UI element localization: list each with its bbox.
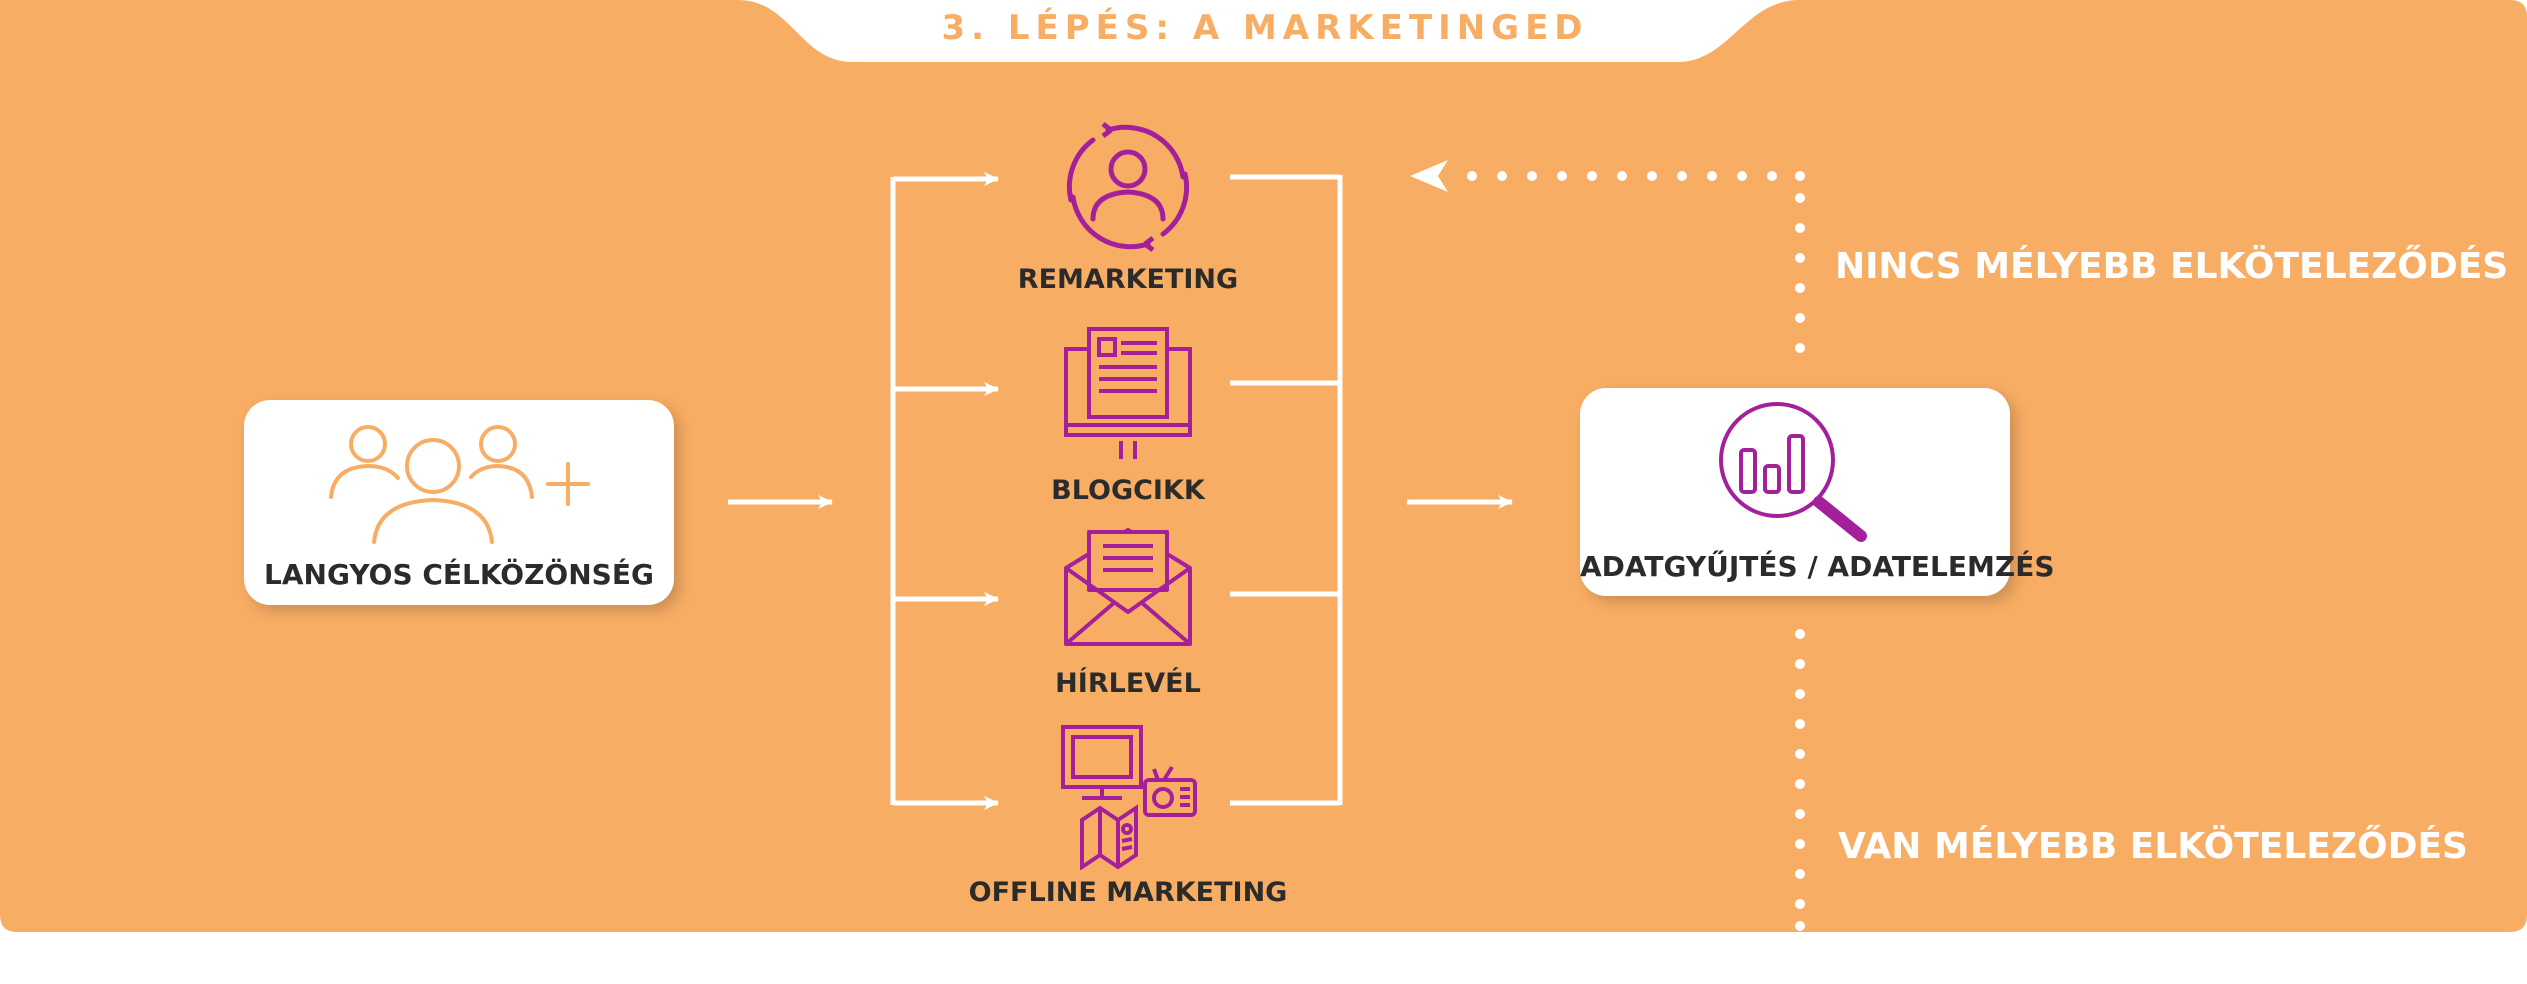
feedback-dotted-line — [1410, 160, 1805, 931]
channel-label-newsletter: HÍRLEVÉL — [1055, 668, 1201, 699]
offline-marketing-icon — [1061, 725, 1197, 870]
channel-label-offline: OFFLINE MARKETING — [968, 877, 1288, 908]
group-plus-icon — [329, 425, 590, 544]
page-title: 3. LÉPÉS: A MARKETINGED — [941, 8, 1589, 48]
newsletter-envelope-icon — [1064, 528, 1192, 646]
feedback-arrowhead — [1410, 160, 1448, 192]
analytics-magnifier-icon — [1719, 402, 1867, 542]
channel-label-remarketing: REMARKETING — [1017, 264, 1239, 295]
no-commitment-label: NINCS MÉLYEBB ELKÖTELEZŐDÉS — [1835, 246, 2509, 287]
audience-label: LANGYOS CÉLKÖZÖNSÉG — [264, 558, 654, 591]
channel-label-blog: BLOGCIKK — [1051, 475, 1205, 506]
analysis-card: ADATGYŰJTÉS / ADATELEMZÉS — [1580, 388, 2055, 596]
blog-article-icon — [1064, 327, 1192, 459]
commitment-label: VAN MÉLYEBB ELKÖTELEZŐDÉS — [1838, 826, 2468, 867]
analysis-label: ADATGYŰJTÉS / ADATELEMZÉS — [1580, 550, 2055, 583]
remarketing-icon — [1066, 122, 1190, 252]
audience-card: LANGYOS CÉLKÖZÖNSÉG — [244, 400, 674, 605]
